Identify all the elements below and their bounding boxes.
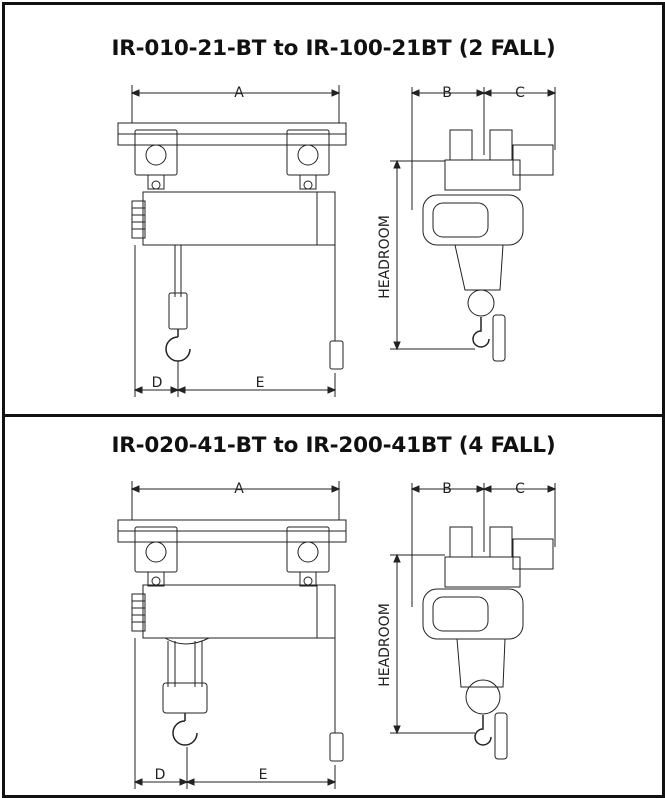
side-hook-block-cover [454, 244, 504, 291]
side-pendant [492, 314, 506, 362]
rope-loop [164, 637, 210, 645]
side-rope-guard [456, 638, 506, 688]
pendant-control [329, 732, 344, 762]
dimension-label-a: A [234, 85, 244, 101]
dimension-label-b: B [442, 85, 452, 101]
dimension-label-d: D [152, 375, 163, 391]
dimension-label-headroom: HEADROOM [377, 215, 393, 299]
side-housing [422, 588, 524, 640]
side-frame [444, 556, 521, 588]
motor-fins [131, 593, 146, 632]
panel-4-fall: IR-020-41-BT to IR-200-41BT (4 FALL) [5, 417, 662, 795]
panel-2-fall: IR-010-21-BT to IR-100-21BT (2 FALL) [5, 5, 662, 414]
hoist-body [142, 584, 336, 639]
trolley-pin [151, 180, 161, 190]
side-motor [512, 538, 554, 570]
trolley-right [286, 129, 330, 176]
side-trolley [449, 129, 473, 161]
trolley-bracket [299, 174, 317, 190]
dimension-label-b: B [442, 481, 452, 497]
panel-title: IR-010-21-BT to IR-100-21BT (2 FALL) [111, 36, 556, 61]
dimension-label-c: C [515, 481, 525, 497]
side-frame [444, 159, 521, 191]
motor-fins [131, 200, 146, 239]
trolley-left [134, 526, 178, 573]
side-motor [512, 144, 554, 176]
panel-title: IR-020-41-BT to IR-200-41BT (4 FALL) [111, 433, 556, 458]
hook [165, 329, 191, 362]
hoist-drawing-4-fall: A B C D E HEADROOM [117, 481, 557, 789]
side-trolley [489, 129, 513, 161]
hook [172, 713, 198, 746]
trolley-pin [303, 180, 313, 190]
side-hook [472, 317, 490, 348]
side-pendant [494, 712, 508, 760]
trolley-bracket [147, 174, 165, 190]
panel-divider [5, 414, 662, 417]
dimension-label-headroom: HEADROOM [377, 603, 393, 687]
hook-block [168, 292, 188, 330]
side-housing [422, 194, 524, 246]
hoist-endcap [316, 191, 336, 246]
side-hook [474, 715, 492, 746]
side-sheave [465, 679, 501, 715]
trolley-wheel [145, 144, 167, 166]
dimension-label-e: E [259, 767, 268, 783]
hoist-drawing-2-fall: A B C D E HEADROOM [117, 85, 557, 397]
dimension-label-a: A [234, 481, 244, 497]
side-trolley [449, 526, 473, 558]
side-housing-window [432, 202, 489, 238]
hoist-body [142, 191, 336, 246]
arrowheads [130, 89, 341, 97]
dimension-label-e: E [256, 375, 265, 391]
trolley-right [286, 526, 330, 573]
dimension-label-d: D [155, 767, 166, 783]
trolley-wheel [297, 144, 319, 166]
trolley-left [134, 129, 178, 176]
side-sheave [467, 289, 495, 317]
hook-block [162, 682, 208, 714]
pendant-control [329, 340, 344, 370]
side-trolley [489, 526, 513, 558]
dimension-label-c: C [515, 85, 525, 101]
